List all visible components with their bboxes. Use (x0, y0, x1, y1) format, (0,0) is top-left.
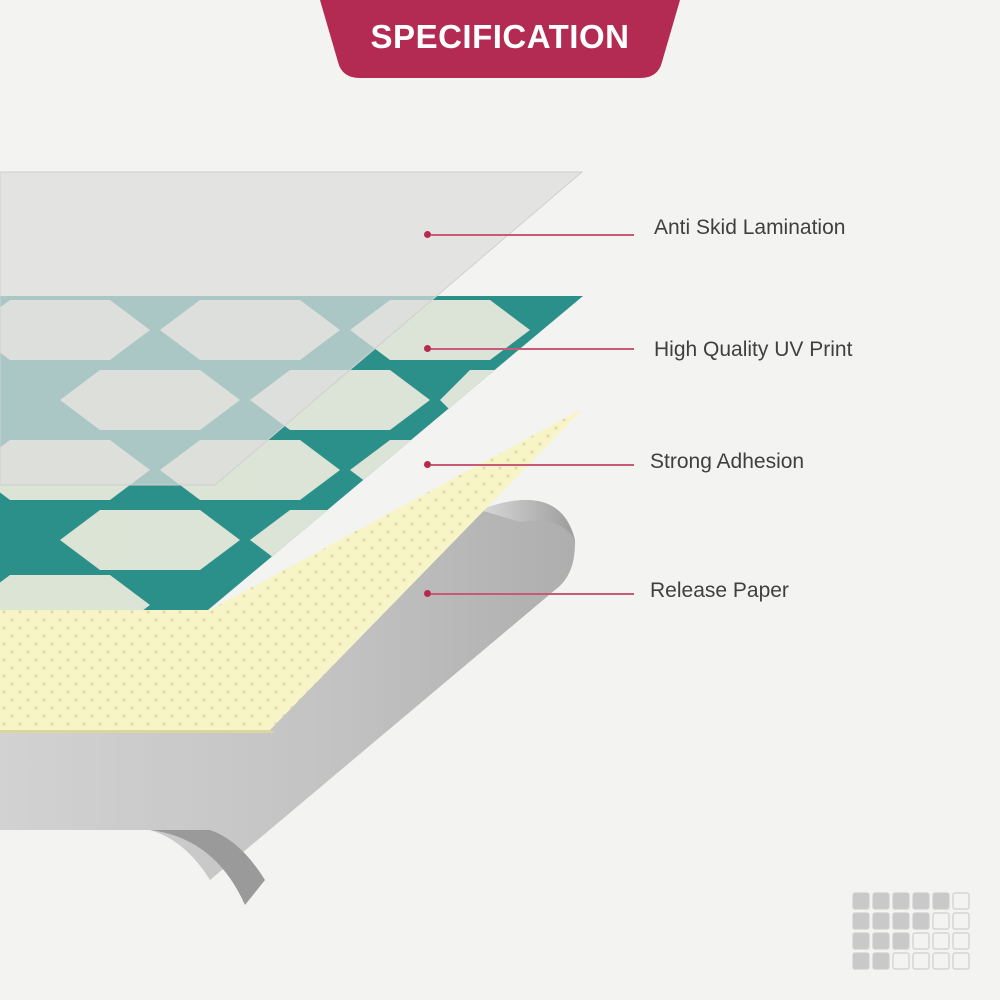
leader-line-print (431, 348, 634, 350)
leader-dot-print (424, 345, 431, 352)
leader-dot-lamination (424, 231, 431, 238)
label-adhesion: Strong Adhesion (650, 450, 805, 473)
lamination-layer (0, 171, 584, 486)
leader-line-release (431, 593, 634, 595)
label-release: Release Paper (650, 579, 789, 602)
label-lamination: Anti Skid Lamination (654, 216, 846, 239)
leader-line-lamination (431, 234, 634, 236)
adhesion-layer (0, 410, 580, 733)
leader-line-adhesion (431, 464, 634, 466)
leader-dot-adhesion (424, 461, 431, 468)
page-title: SPECIFICATION (370, 18, 630, 55)
leader-dot-release (424, 590, 431, 597)
grid-logo-icon (852, 892, 970, 970)
label-print: High Quality UV Print (654, 338, 853, 361)
banner-shape (320, 0, 680, 78)
